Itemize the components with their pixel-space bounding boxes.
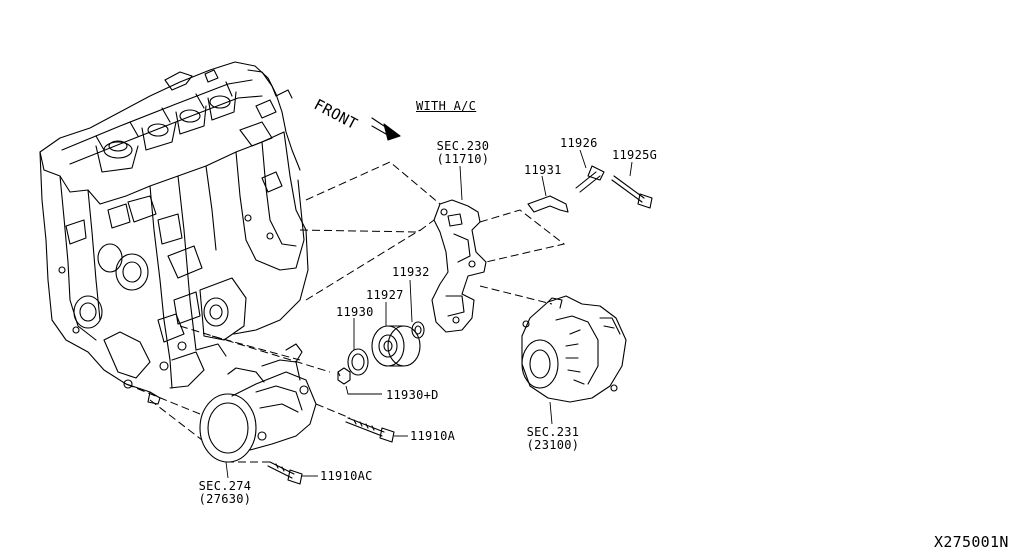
part-label-11930: 11930: [336, 305, 374, 319]
leader-lines: [225, 149, 633, 479]
engine-block: [39, 61, 309, 405]
part-11926: [575, 165, 605, 193]
assembly-lines: [125, 161, 566, 463]
part-11930D: [337, 367, 351, 385]
compressor: [199, 343, 317, 463]
alternator: [521, 295, 627, 403]
sec274-code: (27630): [198, 492, 252, 506]
part-label-11930D: 11930+D: [386, 388, 439, 402]
front-arrow: [371, 117, 401, 141]
part-label-11932: 11932: [392, 265, 430, 279]
sec231-number: SEC.231: [526, 425, 580, 439]
part-11927: [371, 325, 421, 367]
sec230-number: SEC.230: [436, 139, 490, 153]
part-label-11931: 11931: [524, 163, 562, 177]
part-11931: [527, 195, 569, 213]
part-11925G: [611, 175, 653, 209]
sec231-label: SEC.231 (23100): [518, 426, 588, 452]
sec274-number: SEC.274: [198, 479, 252, 493]
part-11932: [411, 321, 425, 339]
part-label-11925G: 11925G: [612, 148, 658, 162]
part-11930: [347, 348, 369, 376]
part-11910AC: [267, 461, 303, 485]
part-label-11927: 11927: [366, 288, 404, 302]
part-label-11926: 11926: [560, 136, 598, 150]
part-11910A: [345, 417, 395, 443]
sec230-code: (11710): [436, 152, 490, 166]
sec274-label: SEC.274 (27630): [190, 480, 260, 506]
sec231-code: (23100): [526, 438, 580, 452]
part-label-11910A: 11910A: [410, 429, 456, 443]
part-label-11910AC: 11910AC: [320, 469, 373, 483]
ac-bracket: [431, 199, 487, 333]
diagram-id: X275001N: [934, 533, 1009, 551]
sec230-label: SEC.230 (11710): [428, 140, 498, 166]
with-ac-label: WITH A/C: [416, 99, 477, 113]
